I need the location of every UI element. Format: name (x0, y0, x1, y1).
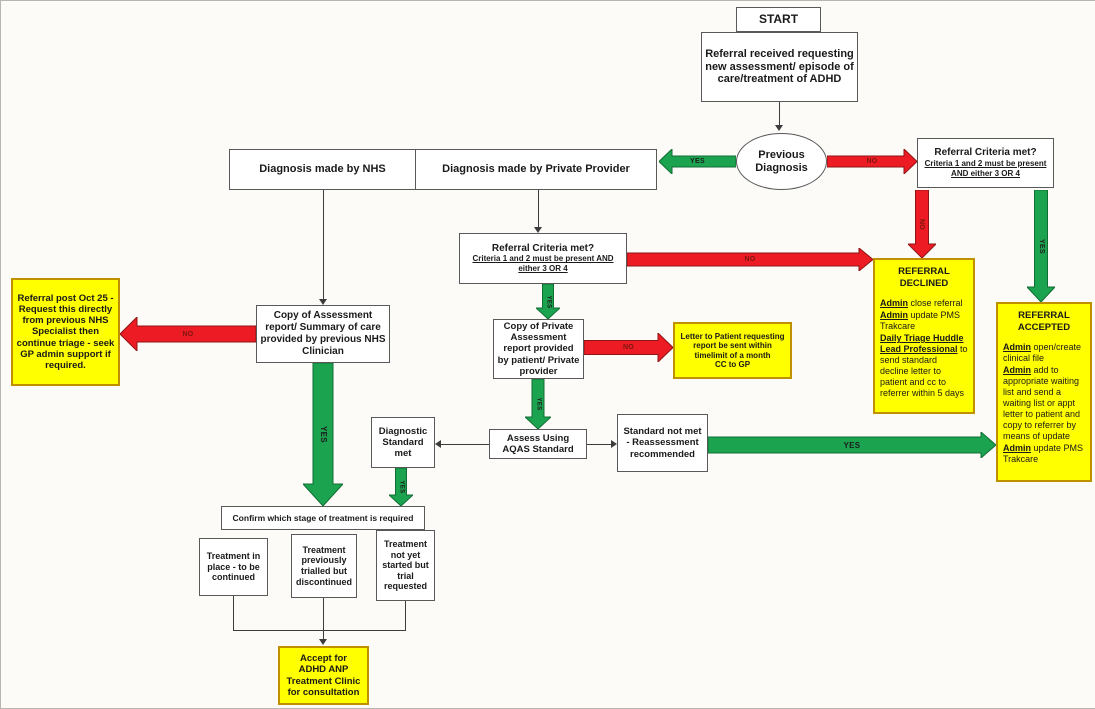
connector-t1-down (233, 596, 234, 630)
connector-treatments-join (233, 630, 406, 631)
start-node: START (736, 7, 821, 32)
arrowhead (319, 639, 327, 645)
previous-diagnosis-decision: Previous Diagnosis (736, 133, 827, 190)
no-arrow-copynhs-to-referralpost: NO (120, 317, 256, 351)
confirm-stage-node: Confirm which stage of treatment is requ… (221, 506, 425, 530)
referral-post-oct25-note: Referral post Oct 25 - Request this dire… (11, 278, 120, 386)
criteria-subtitle: Criteria 1 and 2 must be present AND eit… (472, 254, 614, 274)
criteria-met-mid-node: Referral Criteria met? Criteria 1 and 2 … (459, 233, 627, 284)
accepted-line: Admin add to appropriate waiting list an… (1003, 365, 1081, 441)
copy-nhs-report-node: Copy of Assessment report/ Summary of ca… (256, 305, 390, 363)
treatment-not-started-node: Treatment not yet started but trial requ… (376, 530, 435, 601)
referral-declined-note: REFERRAL DECLINED Admin close referral A… (873, 258, 975, 414)
referral-accepted-note: REFERRAL ACCEPTED Admin open/create clin… (996, 302, 1092, 482)
arrowhead (319, 299, 327, 305)
no-arrow-copyprivate-to-letter: NO (584, 333, 673, 362)
criteria-subtitle: Criteria 1 and 2 must be present AND eit… (924, 158, 1047, 178)
arrowhead (534, 227, 542, 233)
no-arrow-prevdx-to-criteria: NO (827, 149, 917, 174)
arrowhead (611, 440, 617, 448)
yes-arrow-standardnotmet-to-accepted: YES (708, 432, 996, 458)
arrowhead (435, 440, 441, 448)
declined-line: Admin update PMS Trakcare (880, 310, 961, 332)
yes-arrow-copyprivate-to-assess: YES (525, 379, 551, 429)
criteria-met-right-node: Referral Criteria met? Criteria 1 and 2 … (917, 138, 1054, 188)
connector-join-to-accept (323, 630, 324, 641)
declined-line: Daily Triage Huddle Lead Professional to… (880, 333, 968, 398)
treatment-in-place-node: Treatment in place - to be continued (199, 538, 268, 596)
standard-not-met-node: Standard not met - Reassessment recommen… (617, 414, 708, 472)
no-arrow-criteria-to-declined: NO (908, 190, 936, 258)
yes-arrow-copynhs-to-confirm: YES (303, 363, 343, 506)
arrowhead (775, 125, 783, 131)
criteria-title: Referral Criteria met? (934, 147, 1037, 159)
accepted-line: Admin update PMS Trakcare (1003, 442, 1084, 464)
connector-t3-down (405, 601, 406, 630)
declined-line: Admin close referral (880, 298, 963, 309)
accepted-line: Admin open/create clinical file (1003, 342, 1082, 364)
connector-nhs-to-copynhs (323, 190, 324, 301)
referral-received-node: Referral received requesting new assessm… (701, 32, 858, 102)
yes-arrow-prevdx-to-private: YES (659, 149, 736, 174)
connector-referral-to-prevdx (779, 102, 780, 127)
referral-accepted-title: REFERRAL ACCEPTED (1017, 310, 1071, 333)
no-arrow-midcriteria-to-declined: NO (627, 248, 873, 271)
connector-assess-to-standardnotmet (587, 444, 613, 445)
letter-to-patient-note: Letter to Patient requesting report be s… (673, 322, 792, 379)
criteria-title: Referral Criteria met? (491, 242, 595, 254)
referral-declined-title: REFERRAL DECLINED (898, 266, 950, 289)
yes-arrow-diagnostic-to-confirm: YES (389, 468, 413, 506)
connector-assess-to-diagnostic (438, 444, 489, 445)
connector-private-to-criteria (538, 190, 539, 229)
accept-adhd-clinic-node: Accept for ADHD ANP Treatment Clinic for… (278, 646, 369, 705)
diagnostic-standard-met-node: Diagnostic Standard met (371, 417, 435, 468)
yes-arrow-criteria-to-accepted: YES (1027, 190, 1055, 302)
connector-t2-down (323, 598, 324, 630)
diagnosis-private-node: Diagnosis made by Private Provider (415, 149, 657, 190)
assess-aqas-node: Assess Using AQAS Standard (489, 429, 587, 459)
yes-arrow-midcriteria-to-copyprivate: YES (536, 284, 560, 319)
copy-private-report-node: Copy of Private Assessment report provid… (493, 319, 584, 379)
diagnosis-nhs-node: Diagnosis made by NHS (229, 149, 416, 190)
treatment-trialled-node: Treatment previously trialled but discon… (291, 534, 357, 598)
